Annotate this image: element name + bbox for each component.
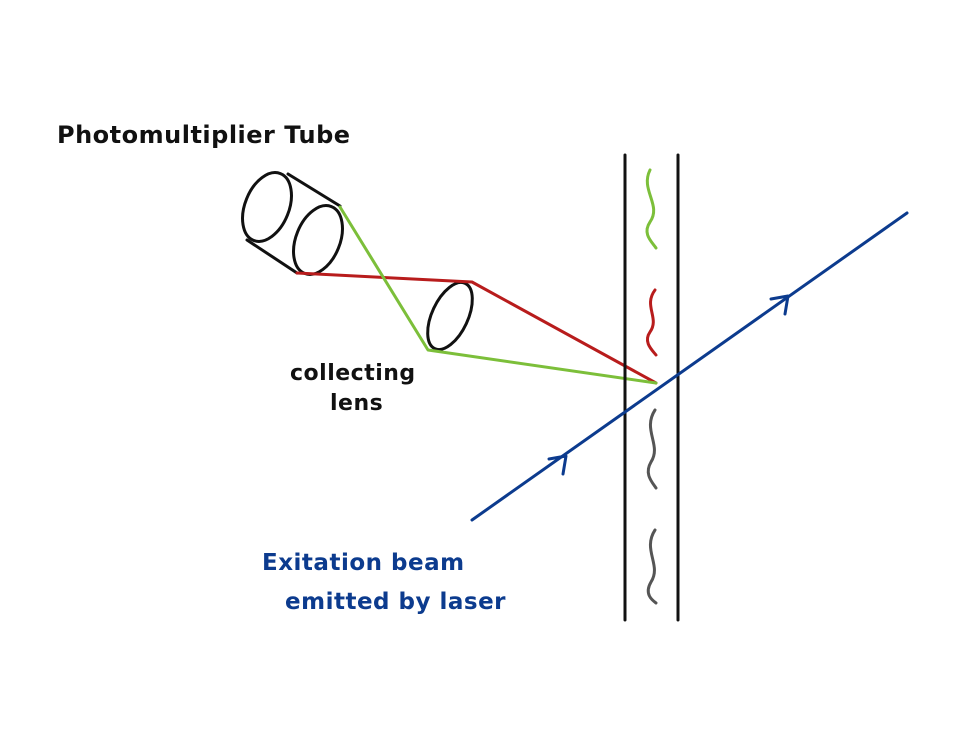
collecting-lens bbox=[426, 280, 474, 352]
laser-arrow-lower bbox=[547, 454, 568, 476]
laser-beam bbox=[470, 211, 909, 522]
beam-label-line2: emitted by laser bbox=[285, 589, 506, 615]
red-emission-ray bbox=[295, 271, 658, 385]
emission-paths bbox=[295, 205, 658, 385]
photomultiplier-tube bbox=[241, 171, 344, 276]
lens-shape bbox=[426, 280, 474, 352]
pmt-top-edge bbox=[286, 172, 342, 208]
laser-beam-line bbox=[470, 211, 909, 522]
laser-arrow-upper bbox=[769, 294, 790, 316]
particles bbox=[645, 168, 658, 605]
lens-label-line1: collecting bbox=[290, 361, 416, 386]
gray-particle-2 bbox=[646, 528, 658, 605]
green-emission-ray bbox=[338, 205, 658, 385]
flow-channel bbox=[623, 153, 680, 622]
red-particle bbox=[645, 288, 658, 357]
pmt-label: Photomultiplier Tube bbox=[57, 121, 351, 149]
pmt-bottom-edge bbox=[245, 238, 299, 275]
green-particle bbox=[645, 168, 658, 250]
pmt-back-face bbox=[241, 171, 293, 243]
lens-label-line2: lens bbox=[330, 391, 383, 416]
beam-label-line1: Exitation beam bbox=[262, 550, 465, 576]
gray-particle-1 bbox=[646, 408, 658, 490]
